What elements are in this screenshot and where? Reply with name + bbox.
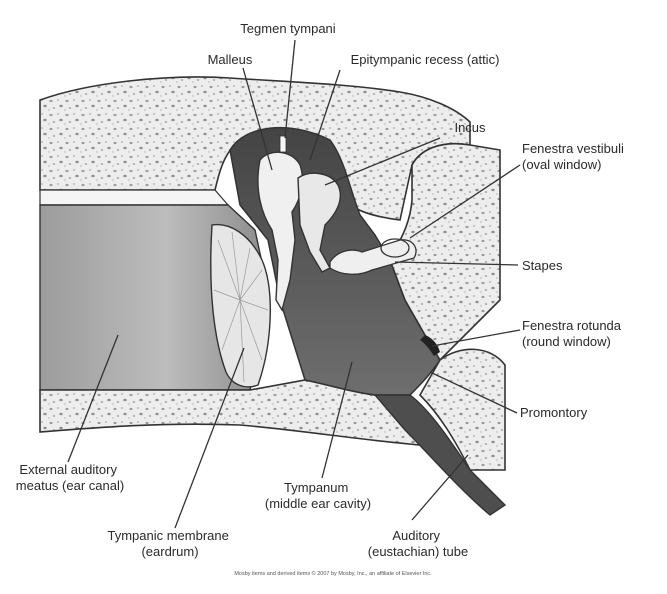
label-malleus: Malleus bbox=[208, 52, 253, 67]
eustachian-tube-shape bbox=[373, 394, 507, 516]
tegmen-stripe bbox=[279, 135, 287, 153]
label-ear-canal: External auditory meatus (ear canal) bbox=[16, 462, 124, 493]
labels: Tegmen tympani Malleus Epitympanic reces… bbox=[16, 21, 628, 577]
label-tympanum: Tympanum (middle ear cavity) bbox=[265, 480, 371, 511]
leader-epitympanic bbox=[309, 69, 341, 161]
illustration bbox=[39, 76, 507, 516]
label-tegmen: Tegmen tympani bbox=[240, 21, 335, 36]
leader-ear-canal bbox=[67, 334, 119, 463]
leader-oval-window bbox=[409, 164, 521, 239]
copyright-credit: Mosby items and derived items © 2007 by … bbox=[234, 570, 432, 577]
leader-stapes bbox=[394, 261, 519, 266]
leader-malleus bbox=[242, 67, 273, 171]
round-window-niche bbox=[420, 335, 440, 356]
leader-promontory bbox=[429, 371, 518, 414]
leader-eustachian bbox=[411, 454, 469, 521]
malleus-shape bbox=[257, 151, 304, 312]
stapes-footplate bbox=[380, 238, 410, 258]
label-epitympanic: Epitympanic recess (attic) bbox=[351, 52, 500, 67]
leader-tympanum bbox=[321, 361, 353, 479]
canal-roof-cortex bbox=[39, 189, 230, 206]
label-round-window: Fenestra rotunda (round window) bbox=[522, 318, 625, 349]
label-oval-window: Fenestra vestibuli (oval window) bbox=[522, 141, 628, 172]
label-stapes: Stapes bbox=[522, 258, 563, 273]
label-promontory: Promontory bbox=[520, 405, 588, 420]
leader-lines bbox=[67, 39, 521, 529]
membrane-striations bbox=[213, 231, 269, 383]
leader-incus bbox=[324, 137, 441, 186]
label-incus: Incus bbox=[454, 120, 486, 135]
leader-round-window bbox=[431, 329, 521, 347]
label-eustachian: Auditory (eustachian) tube bbox=[368, 528, 468, 559]
leader-tegmen bbox=[284, 39, 296, 139]
label-eardrum: Tympanic membrane (eardrum) bbox=[107, 528, 232, 559]
incus-shape bbox=[297, 172, 342, 273]
leader-eardrum bbox=[174, 347, 245, 529]
stapes-shape bbox=[329, 239, 417, 275]
